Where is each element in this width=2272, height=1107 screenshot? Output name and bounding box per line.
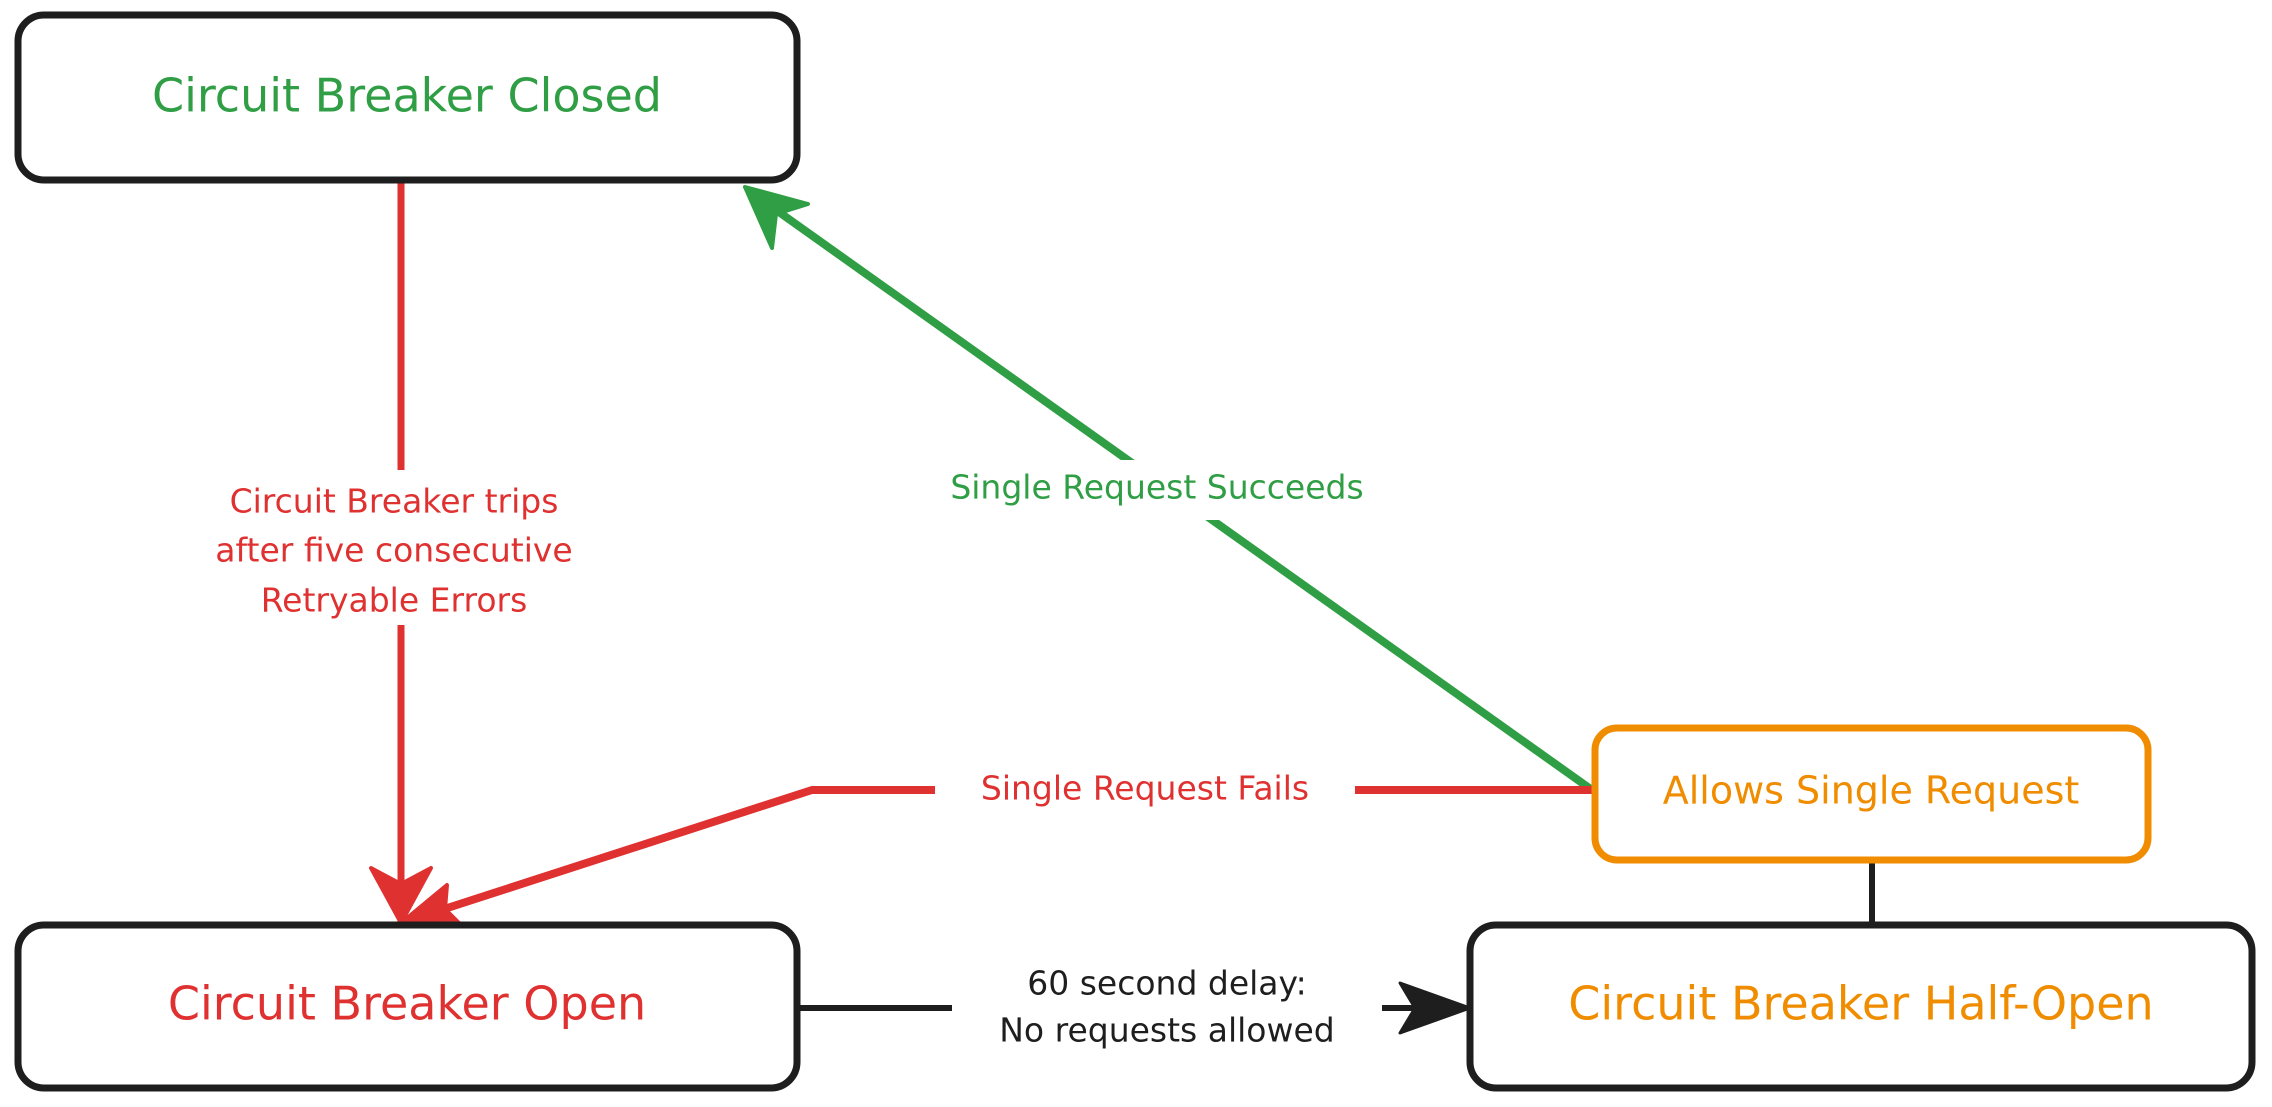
edge-label-allows-single-to-open-bg bbox=[935, 763, 1355, 819]
edge-label-allows-single-to-closed-bg bbox=[910, 460, 1400, 520]
node-circuit-breaker-open[interactable]: Circuit Breaker Open bbox=[14, 921, 801, 1092]
edge-label-closed-to-open: Circuit Breaker trips after five consecu… bbox=[182, 470, 622, 625]
node-circuit-breaker-half-open-box[interactable] bbox=[1466, 921, 2256, 1092]
edge-label-allows-single-to-closed-text: Single Request Succeeds bbox=[950, 468, 1363, 507]
edge-closed-to-open-arrowhead bbox=[369, 866, 433, 925]
node-circuit-breaker-half-open[interactable]: Circuit Breaker Half-Open bbox=[1466, 921, 2256, 1092]
edge-label-open-to-half-open-line-2: No requests allowed bbox=[999, 1011, 1334, 1050]
edge-allows-single-to-closed-arrowhead bbox=[743, 185, 810, 250]
edge-label-open-to-half-open: 60 second delay: No requests allowed bbox=[952, 955, 1382, 1060]
node-allows-single-request[interactable]: Allows Single Request bbox=[1591, 724, 2152, 864]
edge-label-closed-to-open-bg bbox=[182, 470, 622, 625]
edge-label-allows-single-to-closed: Single Request Succeeds bbox=[910, 460, 1400, 520]
node-circuit-breaker-closed-label: Circuit Breaker Closed bbox=[152, 69, 662, 123]
edge-label-closed-to-open-line-3: Retryable Errors bbox=[261, 581, 528, 620]
edge-label-open-to-half-open-bg bbox=[952, 955, 1382, 1060]
node-circuit-breaker-open-label: Circuit Breaker Open bbox=[168, 977, 646, 1031]
edge-label-closed-to-open-line-2: after five consecutive bbox=[215, 531, 572, 570]
node-circuit-breaker-open-box[interactable] bbox=[14, 921, 801, 1092]
node-circuit-breaker-closed-box[interactable] bbox=[14, 11, 801, 184]
edge-label-closed-to-open-line-1: Circuit Breaker trips bbox=[230, 482, 559, 521]
edge-label-allows-single-to-open: Single Request Fails bbox=[935, 763, 1355, 819]
node-circuit-breaker-half-open-label: Circuit Breaker Half-Open bbox=[1568, 977, 2153, 1031]
node-circuit-breaker-closed[interactable]: Circuit Breaker Closed bbox=[14, 11, 801, 184]
node-allows-single-request-box[interactable] bbox=[1591, 724, 2152, 864]
node-allows-single-request-label: Allows Single Request bbox=[1663, 769, 2080, 813]
edge-open-to-half-open-arrowhead bbox=[1398, 981, 1472, 1035]
edge-label-allows-single-to-open-text: Single Request Fails bbox=[981, 769, 1309, 808]
edge-label-open-to-half-open-line-1: 60 second delay: bbox=[1027, 964, 1307, 1003]
